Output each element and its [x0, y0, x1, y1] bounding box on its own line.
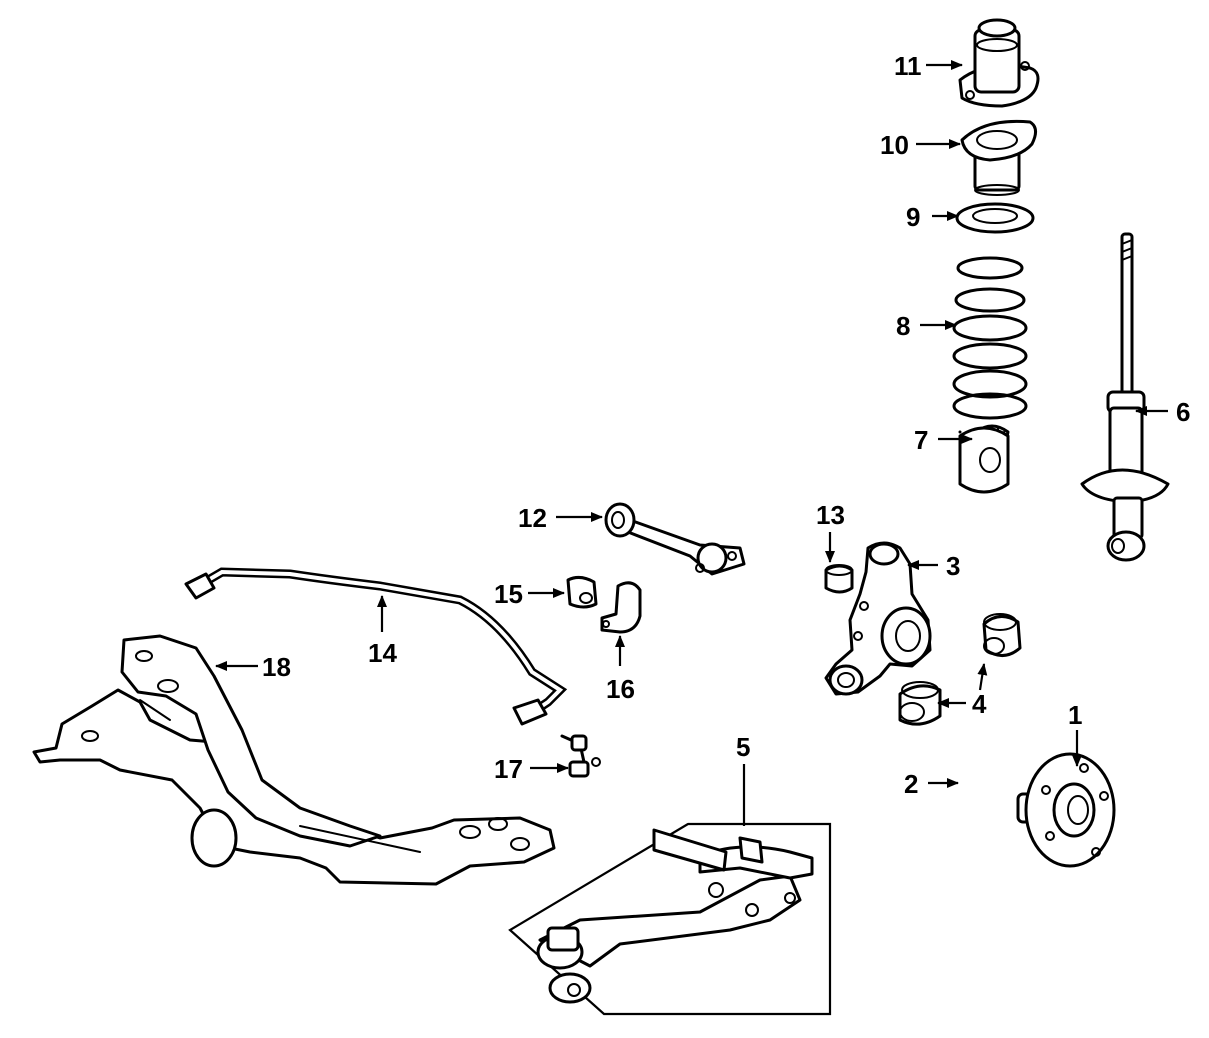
callout-10: 10 [880, 130, 909, 160]
callout-14: 14 [368, 638, 397, 668]
callout-5: 5 [736, 732, 750, 762]
callout-9: 9 [906, 202, 920, 232]
callout-18: 18 [262, 652, 291, 682]
part-14-stabilizer-bar [184, 567, 568, 726]
part-18-subframe [32, 634, 556, 886]
callout-labels: 1 2 3 4 5 6 7 8 9 10 11 12 13 14 15 16 1… [262, 51, 1190, 799]
callout-6: 6 [1176, 397, 1190, 427]
part-1-hub [1016, 752, 1116, 868]
part-10-spring-seat [960, 119, 1037, 196]
arrow-4b [977, 663, 988, 691]
part-16-bracket [600, 581, 642, 634]
callout-12: 12 [518, 503, 547, 533]
leader-arrows [215, 60, 1168, 826]
part-17-stabilizer-link [560, 734, 601, 778]
callout-2: 2 [904, 769, 918, 799]
callout-4: 4 [972, 689, 987, 719]
callout-1: 1 [1068, 700, 1082, 730]
part-3-knuckle [824, 541, 932, 696]
callout-13: 13 [816, 500, 845, 530]
part-9-insulator [955, 202, 1035, 234]
callout-16: 16 [606, 674, 635, 704]
callout-17: 17 [494, 754, 523, 784]
part-8-coil-spring [952, 256, 1028, 420]
part-6-shock-absorber [1080, 232, 1170, 562]
callout-15: 15 [494, 579, 523, 609]
part-4-bushings [898, 613, 1022, 726]
part-12-control-arm [604, 502, 746, 576]
part-5-trailing-arm-box [508, 822, 832, 1016]
part-2-bearing [958, 426, 1010, 494]
part-11-upper-mount [958, 18, 1040, 108]
part-13-bushing [824, 564, 854, 594]
callout-3: 3 [946, 551, 960, 581]
part-15-bushing [566, 575, 598, 609]
callout-8: 8 [896, 311, 910, 341]
callout-11: 11 [894, 51, 922, 81]
callout-7: 7 [914, 425, 928, 455]
